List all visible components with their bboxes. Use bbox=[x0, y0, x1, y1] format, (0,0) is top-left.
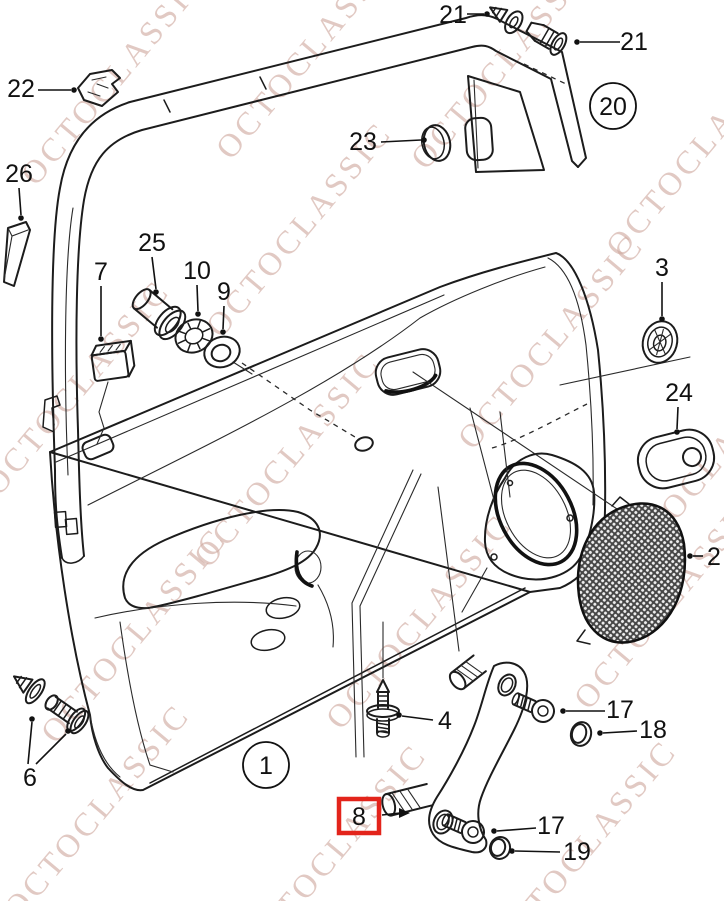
cap-23 bbox=[420, 124, 452, 162]
screw-17a bbox=[511, 692, 555, 723]
callout-21b: 21 bbox=[620, 28, 648, 56]
callout-6: 6 bbox=[23, 764, 37, 792]
callout-4: 4 bbox=[438, 707, 452, 735]
push-pin-21a bbox=[489, 6, 524, 35]
push-pin-6a bbox=[12, 675, 46, 705]
callout-19: 19 bbox=[563, 838, 591, 866]
window-frame-trim bbox=[42, 14, 587, 564]
callout-3: 3 bbox=[655, 254, 669, 282]
door-handle-recess bbox=[374, 348, 442, 396]
callout-2: 2 bbox=[707, 543, 721, 571]
push-pin-21b bbox=[525, 21, 568, 56]
callout-7: 7 bbox=[94, 258, 108, 286]
pull-handle-bracket-8 bbox=[381, 654, 529, 854]
callout-24: 24 bbox=[665, 379, 693, 407]
callout-17a: 17 bbox=[606, 696, 634, 724]
callout-20: 20 bbox=[599, 93, 627, 121]
callout-17b: 17 bbox=[537, 812, 565, 840]
callout-26: 26 bbox=[5, 160, 33, 188]
callout-1: 1 bbox=[259, 752, 273, 780]
callout-9: 9 bbox=[217, 278, 231, 306]
armrest bbox=[122, 509, 321, 610]
push-pin-6b bbox=[44, 694, 90, 735]
callout-22: 22 bbox=[7, 75, 35, 103]
pull-cup bbox=[294, 550, 334, 648]
callout-25: 25 bbox=[138, 229, 166, 257]
callout-10: 10 bbox=[183, 257, 211, 285]
cap-18 bbox=[569, 721, 593, 747]
map-pocket bbox=[89, 601, 297, 778]
clip-22 bbox=[77, 69, 121, 107]
switch-block-7 bbox=[90, 339, 136, 382]
corner-trim-piece bbox=[464, 63, 567, 173]
assembly-lines bbox=[96, 356, 691, 758]
oval-hole bbox=[354, 436, 374, 452]
callout-8: 8 bbox=[352, 803, 366, 831]
callout-21a: 21 bbox=[439, 1, 467, 29]
tweeter-speaker-3 bbox=[641, 320, 679, 364]
highlight-box bbox=[336, 796, 382, 836]
handle-bezel-24 bbox=[636, 428, 716, 490]
grommet-ring-9 bbox=[203, 335, 241, 369]
callouts: 21 21 22 20 23 26 25 7 10 bbox=[5, 1, 721, 866]
screw-17b bbox=[441, 813, 485, 844]
cap-19 bbox=[488, 836, 512, 860]
expansion-rivet-4 bbox=[366, 679, 400, 738]
switch-mount-hole bbox=[81, 433, 115, 461]
star-washer-10 bbox=[174, 318, 214, 354]
door-panel bbox=[49, 252, 691, 792]
callout-23: 23 bbox=[349, 128, 377, 156]
foam-strip-26 bbox=[3, 221, 31, 287]
arrowhead bbox=[399, 808, 410, 818]
speaker-grille-2 bbox=[576, 496, 687, 645]
callout-18: 18 bbox=[639, 716, 667, 744]
